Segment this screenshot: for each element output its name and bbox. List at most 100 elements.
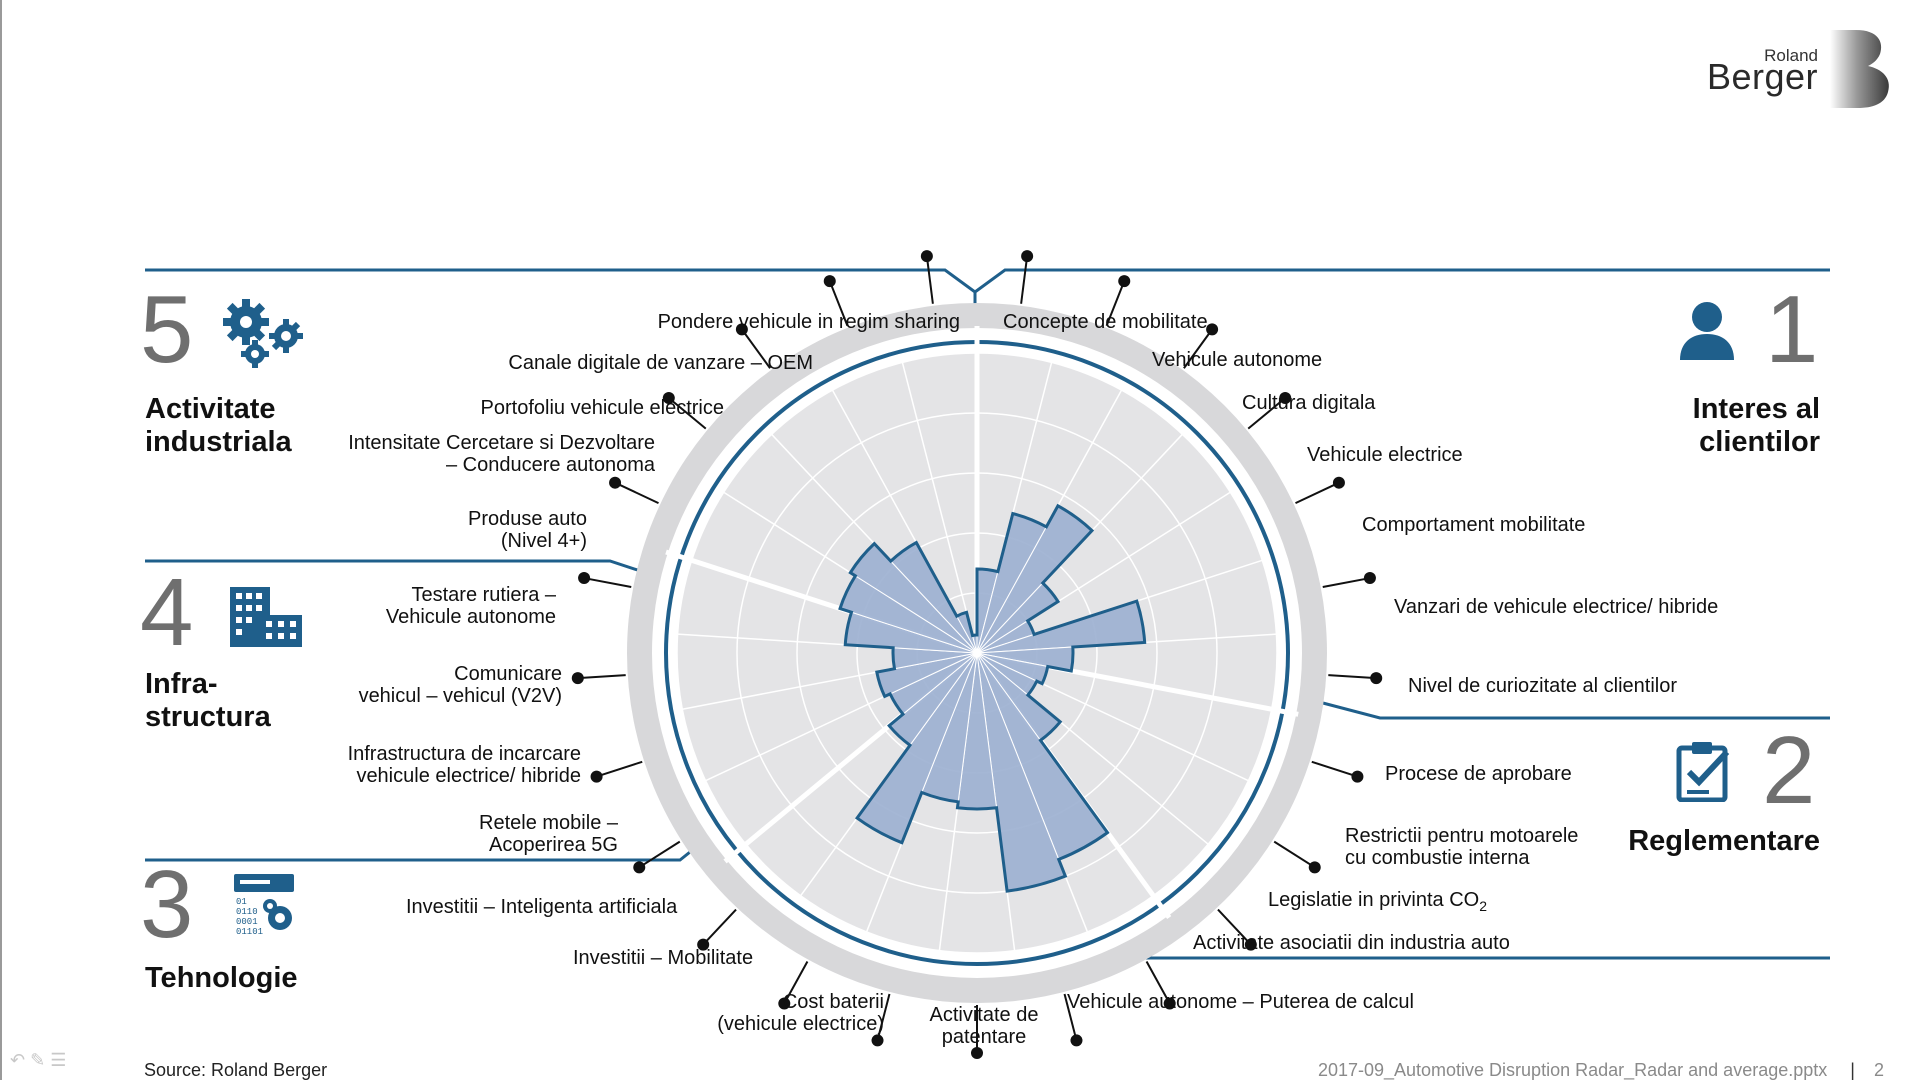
label-procese-de-aprobare: Procese de aprobare (1385, 763, 1572, 785)
svg-text:01: 01 (236, 897, 247, 907)
leader-line-21 (668, 397, 707, 430)
leader-dot-10 (1163, 997, 1176, 1010)
label-intensitate-line2: – Conducere autonoma (445, 454, 655, 476)
label-restrictii-motoare: Restrictii pentru motoarele cu combustie… (1345, 825, 1578, 869)
label-legislatie-sub: 2 (1479, 898, 1488, 914)
label-cost-line1: Cost baterii (782, 991, 884, 1013)
leader-dot-0 (1021, 250, 1034, 263)
gears-icon (223, 299, 303, 368)
label-intensitate-cd: Intensitate Cercetare si Dezvoltare – Co… (348, 432, 655, 476)
section-number-1: 1 (1765, 276, 1819, 383)
section-title-3-line1: Tehnologie (145, 962, 298, 994)
leader-dot-3 (1279, 392, 1292, 405)
leader-dot-14 (778, 997, 791, 1010)
leader-line-1 (1105, 280, 1126, 327)
pen-icon[interactable]: ✎ (30, 1050, 46, 1070)
label-retele-mobile: Retele mobile – Acoperirea 5G (479, 812, 618, 856)
label-leaders (571, 250, 1383, 1059)
label-patentare-line2: patentare (941, 1026, 1027, 1048)
section-title-1: Interes al clientilor (1693, 393, 1820, 459)
page-number: 2 (1873, 1060, 1884, 1080)
label-cost-baterii: Cost baterii (vehicule electrice) (717, 991, 884, 1035)
leader-dot-7 (1351, 770, 1364, 783)
leader-line-19 (583, 577, 632, 589)
roland-berger-logo: Roland Berger (1700, 30, 1900, 110)
leader-dot-18 (571, 672, 584, 685)
section-title-1-line2: clientilor (1699, 426, 1820, 458)
label-portofoliu-ev: Portofoliu vehicule electrice (480, 397, 724, 419)
section-title-4-line1: Infra- (145, 668, 218, 700)
menu-icon[interactable]: ☰ (50, 1050, 67, 1070)
label-vehicule-electrice: Vehicule electrice (1307, 444, 1463, 466)
leader-line-20 (614, 481, 659, 505)
label-restrictii-line2: cu combustie interna (1345, 847, 1530, 869)
leader-line-15 (702, 908, 737, 946)
label-produse-auto: Produse auto (Nivel 4+) (468, 508, 587, 552)
label-testare-line1: Testare rutiera – (411, 584, 556, 606)
label-investitii-mobilitate: Investitii – Mobilitate (573, 947, 754, 969)
leader-dot-19 (578, 572, 591, 585)
label-nivel-curiozitate: Nivel de curiozitate al clientilor (1408, 675, 1678, 697)
label-legislatie-text: Legislatie in privinta CO (1268, 889, 1480, 911)
leader-line-4 (1295, 481, 1340, 505)
section-title-1-line1: Interes al (1692, 393, 1820, 425)
source-note: Source: Roland Berger (144, 1060, 328, 1080)
label-investitii-ai: Investitii – Inteligenta artificiala (406, 896, 678, 918)
leader-dot-8 (1308, 861, 1321, 874)
label-comportament-mobilitate: Comportament mobilitate (1362, 514, 1586, 536)
leader-line-11 (1063, 993, 1078, 1041)
leader-dot-11 (1070, 1034, 1083, 1047)
leader-line-8 (1273, 840, 1316, 869)
leader-dot-5 (1363, 572, 1376, 585)
leader-line-5 (1322, 577, 1371, 589)
person-icon (1680, 302, 1734, 360)
file-name: 2017-09_Automotive Disruption Radar_Rada… (1318, 1060, 1884, 1081)
section-title-4: Infra- structura (145, 668, 271, 734)
label-infrastructura-incarcare: Infrastructura de incarcare vehicule ele… (348, 743, 581, 787)
section-title-3: Tehnologie (145, 962, 298, 995)
leader-line-18 (577, 674, 626, 680)
label-retele-line2: Acoperirea 5G (489, 834, 618, 856)
file-name-text: 2017-09_Automotive Disruption Radar_Rada… (1317, 1060, 1828, 1080)
label-activitate-asociatii: Activitate asociatii din industria auto (1193, 932, 1510, 954)
prev-arrow-icon[interactable]: ↶ (10, 1050, 26, 1070)
section-title-2: Reglementare (1628, 825, 1820, 858)
slideshow-controls[interactable]: ↶ ✎ ☰ (10, 1050, 66, 1071)
chart-bars (838, 503, 1147, 893)
section-title-5: Activitate industriala (145, 393, 292, 459)
leader-dot-16 (633, 861, 646, 874)
leader-line-16 (638, 840, 681, 869)
section-title-5-line1: Activitate (145, 393, 276, 425)
label-legislatie-co2: Legislatie in privinta CO2 (1268, 889, 1487, 917)
section-title-2-line1: Reglementare (1628, 825, 1820, 857)
section-number-5: 5 (140, 276, 194, 383)
label-infra-line1: Infrastructura de incarcare (347, 743, 581, 765)
leader-line-14 (783, 960, 809, 1005)
leader-line-9 (1217, 908, 1252, 946)
leader-line-23 (828, 280, 849, 327)
label-cultura-digitala: Cultura digitala (1242, 392, 1376, 414)
label-testare-rutiera: Testare rutiera – Vehicule autonome (386, 584, 556, 628)
label-concepte-de-mobilitate: Concepte de mobilitate (1003, 311, 1208, 333)
bars-outline (838, 503, 1147, 893)
label-v2v-line2: vehicul – vehicul (V2V) (358, 685, 562, 707)
label-vehicule-autonome: Vehicule autonome (1152, 349, 1323, 371)
section-title-5-line2: industriala (145, 426, 292, 458)
clipboard-check-icon (1676, 742, 1730, 802)
label-comunicare-v2v: Comunicare vehicul – vehicul (V2V) (359, 663, 562, 707)
leader-line-0 (1020, 256, 1029, 304)
leader-line-10 (1145, 960, 1171, 1005)
leader-dot-21 (662, 392, 675, 405)
leader-line-7 (1311, 760, 1358, 778)
leader-line-6 (1328, 674, 1377, 680)
leader-line-22 (741, 328, 771, 369)
b-mark-icon (1830, 30, 1889, 108)
leader-dot-20 (609, 476, 622, 489)
frame-left-lower (145, 818, 731, 862)
label-v2v-line1: Comunicare (454, 663, 562, 685)
buildings-icon (230, 587, 302, 647)
leader-dot-4 (1332, 476, 1345, 489)
leader-dot-13 (871, 1034, 884, 1047)
leader-dot-17 (590, 770, 603, 783)
leader-dot-9 (1244, 938, 1257, 951)
